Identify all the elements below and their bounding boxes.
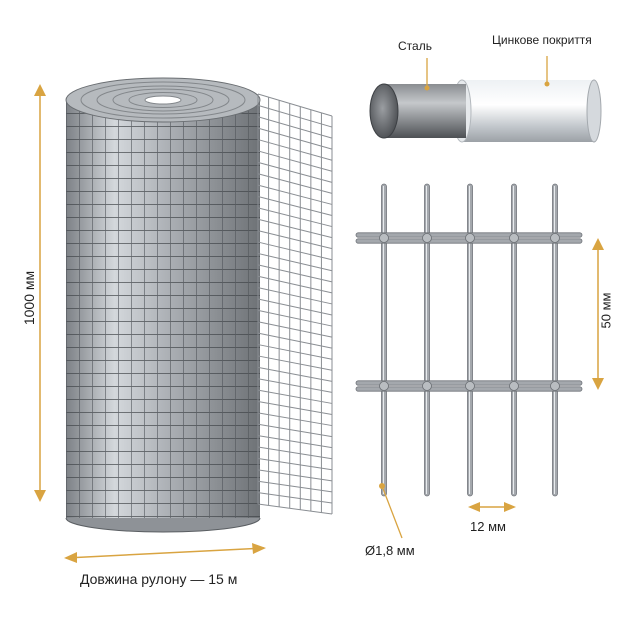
height-dimension bbox=[34, 84, 46, 502]
flap-wire bbox=[257, 378, 333, 393]
weld-point bbox=[509, 233, 519, 243]
flap-wire bbox=[257, 457, 333, 471]
flap-wire bbox=[257, 412, 333, 427]
weld-point bbox=[509, 381, 519, 391]
steel-core-label: Сталь bbox=[398, 39, 432, 53]
flap-wire bbox=[257, 446, 333, 460]
flap-wire bbox=[257, 469, 333, 482]
flap-wire bbox=[257, 423, 333, 438]
flap-wire bbox=[257, 332, 333, 349]
weld-point bbox=[422, 381, 432, 391]
flap-wire bbox=[257, 366, 333, 382]
horizontal-spacing-dimension bbox=[468, 502, 516, 512]
flap-wire bbox=[257, 150, 333, 172]
flap-wire bbox=[257, 309, 333, 327]
mesh-roll bbox=[65, 77, 261, 533]
flap-wire bbox=[257, 389, 333, 404]
wire-cross-section bbox=[369, 79, 602, 143]
weld-point bbox=[550, 381, 560, 391]
flap-wire bbox=[257, 275, 333, 294]
flap-wire bbox=[257, 480, 333, 493]
zinc-coating-label: Цинкове покриття bbox=[492, 33, 592, 47]
weld-point bbox=[379, 233, 389, 243]
flap-wire bbox=[257, 116, 333, 139]
flap-wire bbox=[257, 230, 333, 250]
height-label: 1000 мм bbox=[21, 270, 37, 326]
vertical-spacing-label: 50 мм bbox=[598, 292, 614, 329]
roll-length-label: Довжина рулону — 15 м bbox=[80, 571, 238, 587]
flap-wire bbox=[257, 503, 333, 515]
flap-wire bbox=[257, 492, 333, 504]
flap-wire bbox=[257, 355, 333, 371]
flap-wire bbox=[257, 241, 333, 261]
weld-point bbox=[422, 233, 432, 243]
mesh-detail bbox=[355, 183, 583, 497]
flap-wire bbox=[257, 104, 333, 128]
flap-wire bbox=[257, 127, 333, 150]
flap-wire bbox=[257, 196, 333, 216]
wire-callouts bbox=[424, 56, 550, 91]
weld-point bbox=[379, 381, 389, 391]
flap-wire bbox=[257, 321, 333, 338]
flap-wire bbox=[257, 173, 333, 194]
roll-length-dimension bbox=[64, 543, 266, 563]
flap-wire bbox=[257, 161, 333, 183]
flap-wire bbox=[257, 401, 333, 415]
weld-point bbox=[465, 381, 475, 391]
flap-wire bbox=[257, 252, 333, 272]
weld-point bbox=[550, 233, 560, 243]
flap-wire bbox=[257, 93, 333, 117]
weld-point bbox=[465, 233, 475, 243]
wire-diameter-label: Ø1,8 мм bbox=[365, 543, 415, 558]
diameter-callout bbox=[379, 483, 403, 539]
flap-wire bbox=[257, 184, 333, 205]
flap-wire bbox=[257, 139, 333, 161]
flap-wire bbox=[257, 264, 333, 283]
flap-wire bbox=[257, 435, 333, 449]
flap-wire bbox=[257, 207, 333, 228]
flap-wire bbox=[257, 298, 333, 316]
unrolled-mesh bbox=[257, 93, 333, 515]
flap-wire bbox=[257, 287, 333, 305]
flap-wire bbox=[257, 344, 333, 360]
horizontal-spacing-label: 12 мм bbox=[470, 519, 506, 534]
vertical-spacing-dimension bbox=[592, 238, 604, 390]
flap-wire bbox=[257, 218, 333, 239]
